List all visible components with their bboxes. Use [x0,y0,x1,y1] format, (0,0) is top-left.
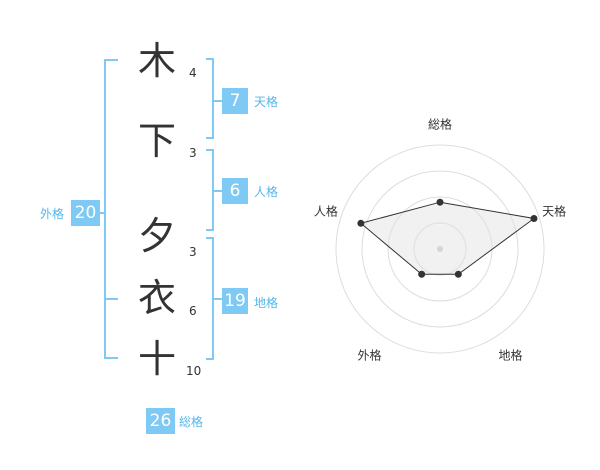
gaikaku-bracket-bottom [104,357,118,359]
chikaku-bracket-vertical [212,237,214,360]
chikaku-bracket-connector [214,298,222,300]
radar-point-1 [436,198,444,206]
soukaku-label: 総格 [179,415,204,429]
name-char-2: 下 [137,119,176,163]
radar-value-polygon [359,201,536,275]
gaikaku-bracket-tick [104,298,118,300]
gaikaku-label: 外格 [40,207,65,221]
name-char-5: 十 [137,337,176,381]
stroke-count-1: 4 [189,66,197,80]
soukaku-value: 26 [146,408,175,434]
jinkaku-label: 人格 [254,185,279,199]
tenkaku-value: 7 [222,88,248,114]
name-char-3: 夕 [137,214,176,258]
name-char-4: 衣 [137,276,176,320]
radar-center-dot [437,246,443,252]
jinkaku-bracket-vertical [212,149,214,231]
gaikaku-bracket-vertical [104,59,106,359]
radar-axis-label-3: 地格 [499,348,523,363]
stroke-count-2: 3 [189,146,197,160]
name-char-1: 木 [137,39,176,83]
radar-axis-label-4: 外格 [357,348,381,363]
gaikaku-value: 20 [71,200,100,226]
gaikaku-bracket-connector [100,212,106,214]
jinkaku-bracket-bottom [206,229,214,231]
jinkaku-value: 6 [222,178,248,204]
radar-ring-4 [335,144,545,354]
chikaku-value: 19 [222,288,248,314]
chikaku-label: 地格 [254,296,279,310]
jinkaku-bracket-connector [214,190,222,192]
jinkaku-bracket-top [206,149,214,151]
radar-ring-3 [361,170,519,328]
radar-ring-1 [413,222,467,276]
chikaku-bracket-top [206,237,214,239]
radar-axis-label-2: 天格 [542,203,566,218]
radar-point-5 [357,219,365,227]
tenkaku-bracket-bottom [206,137,214,139]
tenkaku-bracket-top [206,58,214,60]
gaikaku-bracket-top [104,59,118,61]
stroke-count-5: 10 [186,364,202,378]
radar-point-4 [418,270,426,278]
chikaku-bracket-bottom [206,358,214,360]
radar-axis-label-1: 総格 [428,117,452,132]
radar-point-3 [454,270,462,278]
stroke-count-3: 3 [189,245,197,259]
tenkaku-bracket-vertical [212,58,214,139]
tenkaku-label: 天格 [254,95,279,109]
stroke-count-4: 6 [189,304,197,318]
radar-axis-label-5: 人格 [314,203,338,218]
radar-point-2 [530,214,538,222]
tenkaku-bracket-connector [214,100,222,102]
